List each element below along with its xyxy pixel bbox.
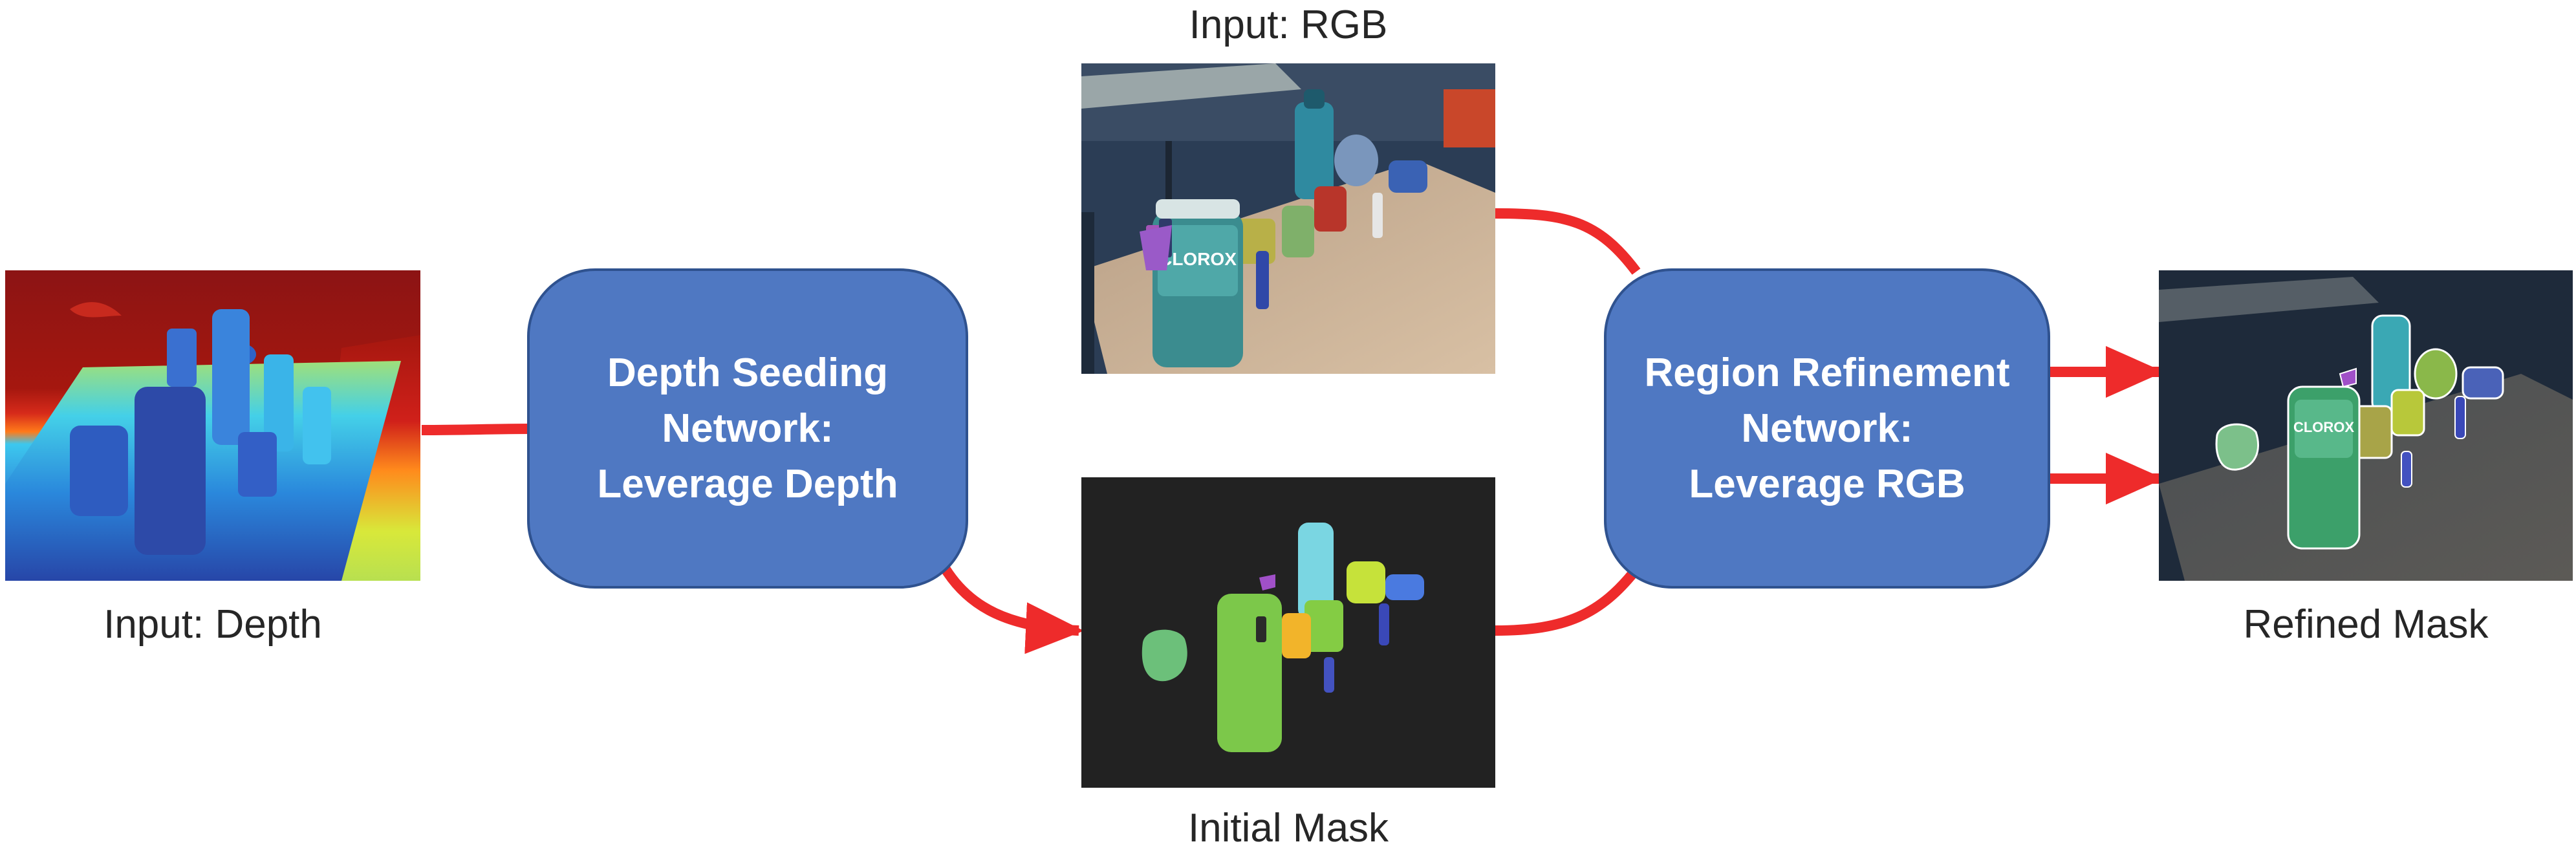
region-refinement-line-1: Region Refinement xyxy=(1644,350,2010,395)
region-refinement-network-label: Region Refinement Network: Leverage RGB xyxy=(1645,345,2010,512)
connector-rgb-to-refinement xyxy=(1495,208,1641,275)
refined-mask-image: CLOROX xyxy=(2159,270,2573,581)
region-refinement-line-2: Network: xyxy=(1741,406,1913,451)
depth-seeding-line-3: Leverage Depth xyxy=(597,461,898,506)
connector-initial-mask-to-refinement xyxy=(1495,566,1641,636)
depth-seeding-line-1: Depth Seeding xyxy=(607,350,889,395)
rgb-image: CLOROX xyxy=(1081,63,1495,374)
connector-depth-to-seeding xyxy=(421,424,531,435)
arrow-seeding-to-initial-mask xyxy=(941,566,1084,655)
caption-input-rgb: Input: RGB xyxy=(1189,3,1388,47)
depth-seeding-network-label: Depth Seeding Network: Leverage Depth xyxy=(597,345,898,512)
depth-seeding-network-box: Depth Seeding Network: Leverage Depth xyxy=(527,268,968,589)
refined-clorox-brand-text: CLOROX xyxy=(2293,419,2354,435)
caption-input-depth: Input: Depth xyxy=(103,602,322,647)
region-refinement-network-box: Region Refinement Network: Leverage RGB xyxy=(1604,268,2050,589)
depth-image xyxy=(5,270,420,581)
region-refinement-line-3: Leverage RGB xyxy=(1689,461,1965,506)
caption-initial-mask: Initial Mask xyxy=(1187,806,1389,850)
clorox-brand-text: CLOROX xyxy=(1159,249,1237,269)
initial-mask-image xyxy=(1081,477,1495,788)
caption-refined-mask: Refined Mask xyxy=(2243,602,2489,647)
depth-seeding-line-2: Network: xyxy=(662,406,834,451)
